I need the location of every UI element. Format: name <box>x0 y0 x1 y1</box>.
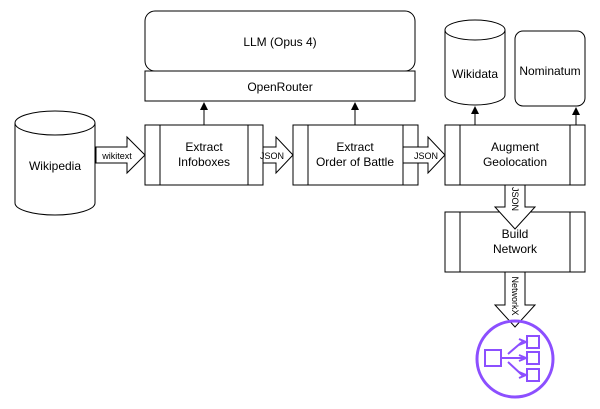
extract-order-box: Extract Order of Battle <box>292 124 419 186</box>
build-network-line1: Build <box>502 227 529 241</box>
llm-label: LLM (Opus 4) <box>243 35 316 49</box>
augment-geolocation-line1: Augment <box>491 140 540 154</box>
nominatum-label: Nominatum <box>519 64 580 78</box>
wikipedia-label: Wikipedia <box>29 159 81 173</box>
extract-order-line1: Extract <box>336 140 374 154</box>
augment-geolocation-box: Augment Geolocation <box>444 124 586 186</box>
json-arrow-3: JSON <box>493 184 537 230</box>
extract-infoboxes-box: Extract Infoboxes <box>144 124 264 186</box>
build-network-line2: Network <box>493 242 538 256</box>
wikitext-arrow: wikitext <box>95 135 146 175</box>
wikipedia-cylinder: Wikipedia <box>14 110 96 216</box>
wikidata-label: Wikidata <box>452 67 498 81</box>
network-graph-icon <box>475 319 555 399</box>
llm-box: LLM (Opus 4) <box>144 10 416 72</box>
wikitext-label: wikitext <box>101 151 132 161</box>
extract-order-line2: Order of Battle <box>316 155 394 169</box>
openrouter-box: OpenRouter <box>144 70 416 102</box>
json-label-1: JSON <box>260 151 284 161</box>
wikidata-cylinder: Wikidata <box>444 19 506 106</box>
extract-infoboxes-line1: Extract <box>185 140 223 154</box>
networkx-label: NetworkX <box>510 276 520 315</box>
extract-infoboxes-line2: Infoboxes <box>178 155 230 169</box>
json-arrow-1: JSON <box>260 135 294 175</box>
networkx-arrow: NetworkX <box>493 271 537 328</box>
json-label-3: JSON <box>510 187 520 211</box>
nominatum-box: Nominatum <box>514 30 586 107</box>
augment-geolocation-line2: Geolocation <box>483 155 547 169</box>
json-arrow-2: JSON <box>402 135 446 175</box>
openrouter-label: OpenRouter <box>247 80 312 94</box>
json-label-2: JSON <box>414 151 438 161</box>
